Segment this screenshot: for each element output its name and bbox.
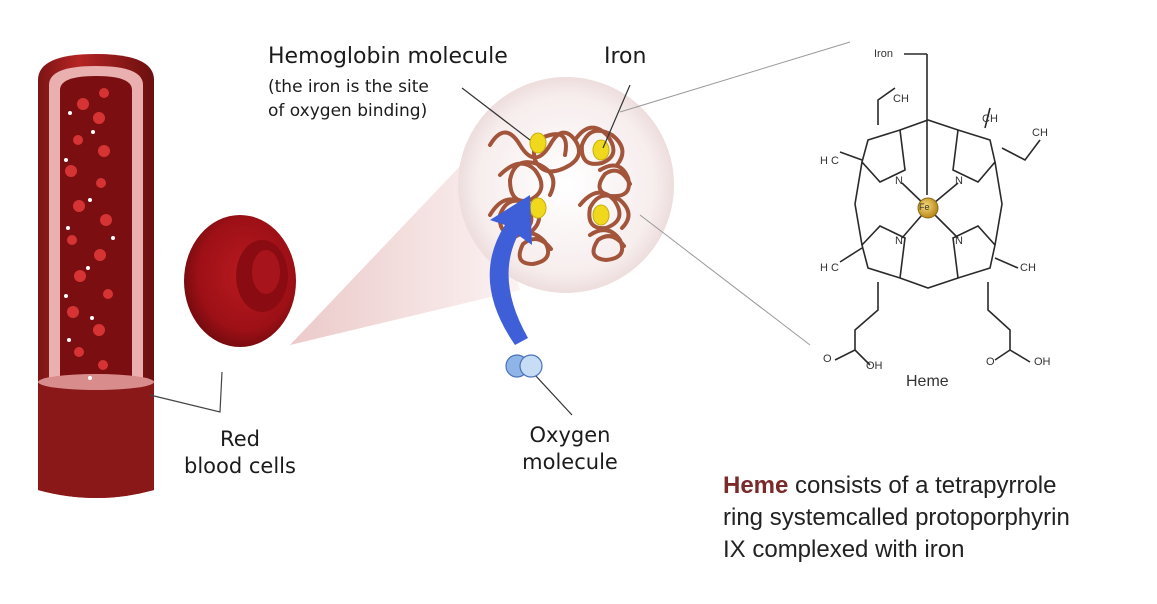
rbc-leader-line xyxy=(149,371,223,413)
heme-h3c-left-low: H C xyxy=(820,262,839,274)
blood-vessel xyxy=(38,54,154,498)
iron-label: Iron xyxy=(604,44,647,69)
caption-line1-rest: consists of a tetrapyrrole xyxy=(788,472,1057,499)
heme-n4: N xyxy=(955,235,963,247)
heme-oh-right: OH xyxy=(1034,356,1051,368)
heme-structure xyxy=(834,53,1041,366)
heme-caption: Heme consists of a tetrapyrrole ring sys… xyxy=(723,470,1143,566)
iron-leader-line xyxy=(602,84,631,149)
heme-oh-left: OH xyxy=(866,360,883,372)
heme-name: Heme xyxy=(906,373,949,390)
heme-ch3-top: CH xyxy=(982,113,998,125)
rbc-label-line1: Red xyxy=(220,427,260,451)
heme-o-right: O xyxy=(986,356,995,368)
hemoglobin-title: Hemoglobin molecule xyxy=(268,44,508,69)
hemoglobin-subtitle-line2: of oxygen binding) xyxy=(268,101,428,121)
hemoglobin-leader-line xyxy=(461,87,531,141)
caption-line1: Heme consists of a tetrapyrrole xyxy=(723,470,1143,502)
rbc-label: Red blood cells xyxy=(165,426,315,480)
heme-ch2-left: CH xyxy=(893,93,909,105)
oxygen-molecule-icon xyxy=(505,354,543,378)
heme-o-left: O xyxy=(823,353,832,365)
heme-h3c-left: H C xyxy=(820,155,839,167)
heme-ch3-right: CH xyxy=(1020,262,1036,274)
heme-iron-label: Iron xyxy=(874,48,893,60)
heme-n1: N xyxy=(895,175,903,187)
oxygen-arrow-icon xyxy=(489,195,532,345)
heme-fe-label: Fe xyxy=(919,202,930,212)
iron-sites xyxy=(529,132,610,226)
oxygen-label-line1: Oxygen xyxy=(529,423,611,447)
oxygen-leader-line xyxy=(534,374,573,416)
red-blood-cell xyxy=(184,215,296,347)
hemoglobin-subtitle-line1: (the iron is the site xyxy=(268,77,429,97)
oxygen-label-line2: molecule xyxy=(522,450,618,474)
heme-ch2-right: CH xyxy=(1032,127,1048,139)
heme-n3: N xyxy=(895,235,903,247)
oxygen-label: Oxygen molecule xyxy=(500,422,640,476)
vessel-blood-cells xyxy=(65,88,113,370)
heme-zoom-line-bottom xyxy=(639,214,811,346)
caption-highlight: Heme xyxy=(723,472,789,499)
iron-atom-icon xyxy=(917,197,939,219)
heme-n2: N xyxy=(955,175,963,187)
caption-line2: ring systemcalled protoporphyrin xyxy=(723,504,1070,531)
rbc-label-line2: blood cells xyxy=(184,454,296,478)
caption-line3: IX complexed with iron xyxy=(723,536,965,563)
heme-zoom-line-top xyxy=(619,41,851,113)
vessel-platelets xyxy=(64,111,115,380)
